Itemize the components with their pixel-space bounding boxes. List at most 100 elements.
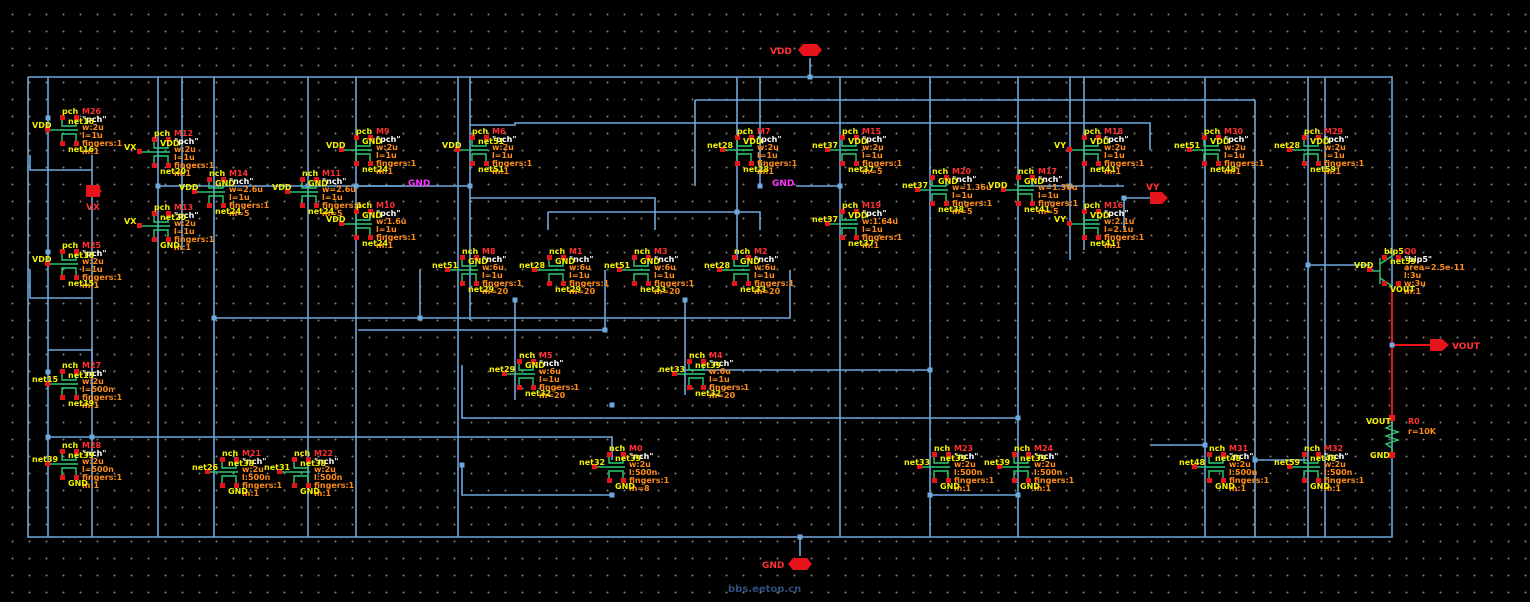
device-fingers: fingers:1: [492, 159, 533, 168]
device-cell: nch: [932, 167, 948, 176]
device-bulk-net: net16: [68, 251, 95, 260]
resistor-r0[interactable]: R0 r=10K VOUT GND: [1366, 415, 1437, 460]
junction-dot: [1202, 442, 1208, 448]
pin-vout[interactable]: VOUT: [1430, 339, 1481, 352]
junction-dot: [1015, 492, 1021, 498]
device-width: w=2.6u: [322, 185, 356, 194]
pin-vx[interactable]: VX: [86, 185, 102, 213]
device-gate-net: net15: [32, 375, 59, 384]
device-width: w:2u: [82, 457, 104, 466]
device-cell: nch: [689, 351, 705, 360]
device-bulk-net: GND: [308, 179, 328, 188]
device-id: M21: [242, 449, 262, 458]
device-length: l=1u: [174, 227, 195, 236]
device-model: "nch": [322, 177, 346, 186]
device-width: w:2u: [629, 460, 651, 469]
device-source-net: net28: [743, 165, 770, 174]
device-bulk-net: net16: [68, 117, 95, 126]
device-cell: pch: [472, 127, 488, 136]
junction-dot: [512, 297, 518, 303]
device-multiplier: m:1: [82, 281, 100, 290]
device-multiplier: m=5: [229, 209, 250, 218]
pin-vdd[interactable]: VDD: [770, 44, 822, 57]
device-width: w:2u: [314, 465, 336, 474]
device-id: M26: [82, 107, 102, 116]
device-length: l=1u: [82, 131, 103, 140]
device-bulk-net: net39: [695, 361, 722, 370]
junction-dot: [417, 315, 423, 321]
device-fingers: fingers:1: [1324, 476, 1365, 485]
device-source-net: net29: [468, 285, 495, 294]
device-id: M1: [569, 247, 583, 256]
junction-dot: [1389, 342, 1395, 348]
device-source-net: net38: [938, 205, 965, 214]
device-multiplier: m:1: [1104, 167, 1122, 176]
pin-gnd[interactable]: GND: [762, 558, 812, 571]
device-bulk-net: net39: [68, 451, 95, 460]
device-fingers: fingers:1: [654, 279, 695, 288]
device-width: area=2.5e-11: [1404, 263, 1465, 272]
device-model: "pch": [1324, 135, 1349, 144]
device-multiplier: m=8: [629, 484, 650, 493]
device-fingers: fingers:1: [1104, 233, 1145, 242]
device-bulk-net: net59: [1390, 257, 1417, 266]
device-bulk-net: net48: [1310, 454, 1337, 463]
junction-dot: [45, 434, 51, 440]
device-length: l:500n: [1229, 468, 1258, 477]
device-model: "pch": [862, 135, 887, 144]
device-width: w:6u: [754, 263, 776, 272]
device-fingers: fingers:1: [952, 199, 993, 208]
device-multiplier: m:1: [1034, 484, 1052, 493]
device-id: M32: [1324, 444, 1343, 453]
device-width: w:1.64u: [862, 217, 898, 226]
device-id: M17: [1038, 167, 1057, 176]
device-source-net: net59: [1310, 165, 1337, 174]
device-length: l:500n: [629, 468, 658, 477]
device-gate-net: VDD: [179, 183, 199, 192]
device-model: "nch": [539, 359, 563, 368]
device-gate-net: net39: [32, 455, 59, 464]
pin-vy[interactable]: VY: [1146, 183, 1168, 204]
device-bulk-net: net38: [300, 459, 327, 468]
device-fingers: fingers:1: [629, 476, 670, 485]
device-model: "nch": [1324, 452, 1348, 461]
device-bulk-net: GND: [468, 257, 488, 266]
device-width: w:1.6u: [376, 217, 407, 226]
device-cell: nch: [222, 449, 238, 458]
